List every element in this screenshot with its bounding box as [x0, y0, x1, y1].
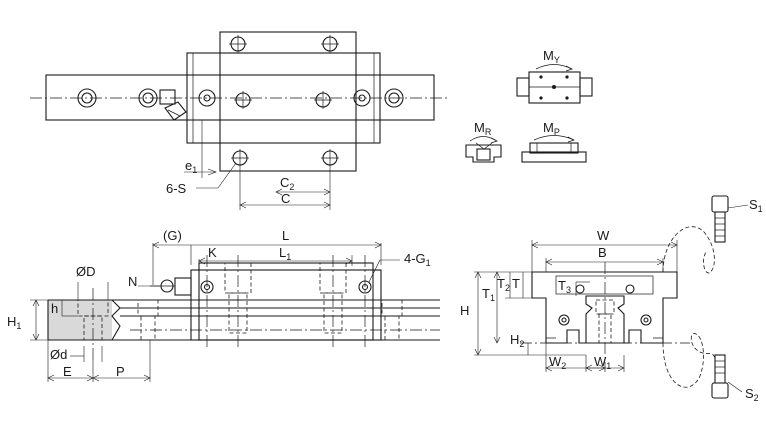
label-l: L — [282, 228, 289, 243]
label-w: W — [597, 228, 610, 243]
label-t3: T3 — [558, 278, 571, 295]
screw-s1-icon — [711, 195, 749, 243]
front-view — [474, 240, 690, 372]
label-h-small: h — [51, 301, 58, 316]
label-w2: W2 — [549, 354, 566, 371]
block-front — [531, 271, 678, 344]
label-l1: L1 — [279, 245, 291, 262]
label-e: E — [63, 364, 72, 379]
moment-my-icon — [516, 64, 593, 104]
rail-top — [45, 74, 435, 121]
side-view — [30, 241, 440, 382]
label-mp: MP — [543, 120, 560, 137]
block-mounting-holes — [229, 35, 339, 167]
label-t: T — [512, 276, 520, 291]
grease-nipple-top — [159, 89, 187, 121]
block-side — [190, 269, 382, 341]
connector-s1 — [662, 226, 715, 274]
label-h: H — [460, 303, 469, 318]
label-g: (G) — [163, 228, 182, 243]
label-s2: S2 — [745, 386, 759, 403]
label-n: N — [128, 274, 137, 289]
rail-section-fill — [48, 300, 112, 340]
label-od-small: Ød — [50, 347, 67, 362]
label-s1: S1 — [749, 197, 763, 214]
screw-s2-icon — [711, 354, 743, 399]
rail-mounting-holes — [77, 88, 404, 108]
moment-mr-icon — [465, 136, 502, 163]
label-h1: H1 — [7, 314, 21, 331]
label-k: K — [208, 245, 217, 260]
connector-s2 — [662, 332, 716, 388]
top-view — [30, 31, 450, 210]
block-center — [219, 31, 357, 172]
label-c2: C2 — [280, 175, 294, 192]
label-h2: H2 — [510, 332, 524, 349]
moment-mp-icon — [521, 135, 587, 163]
label-w1: W1 — [594, 354, 611, 371]
label-p: P — [116, 364, 125, 379]
label-6s: 6-S — [166, 181, 187, 196]
label-my: MY — [543, 48, 560, 65]
label-od: ØD — [76, 264, 96, 279]
label-t1: T1 — [482, 286, 495, 303]
label-b: B — [598, 245, 607, 260]
label-e1: e1 — [185, 158, 197, 175]
label-t2: T2 — [497, 276, 510, 293]
label-c: C — [281, 191, 290, 206]
label-mr: MR — [474, 120, 492, 137]
label-4g1: 4-G1 — [404, 251, 431, 268]
